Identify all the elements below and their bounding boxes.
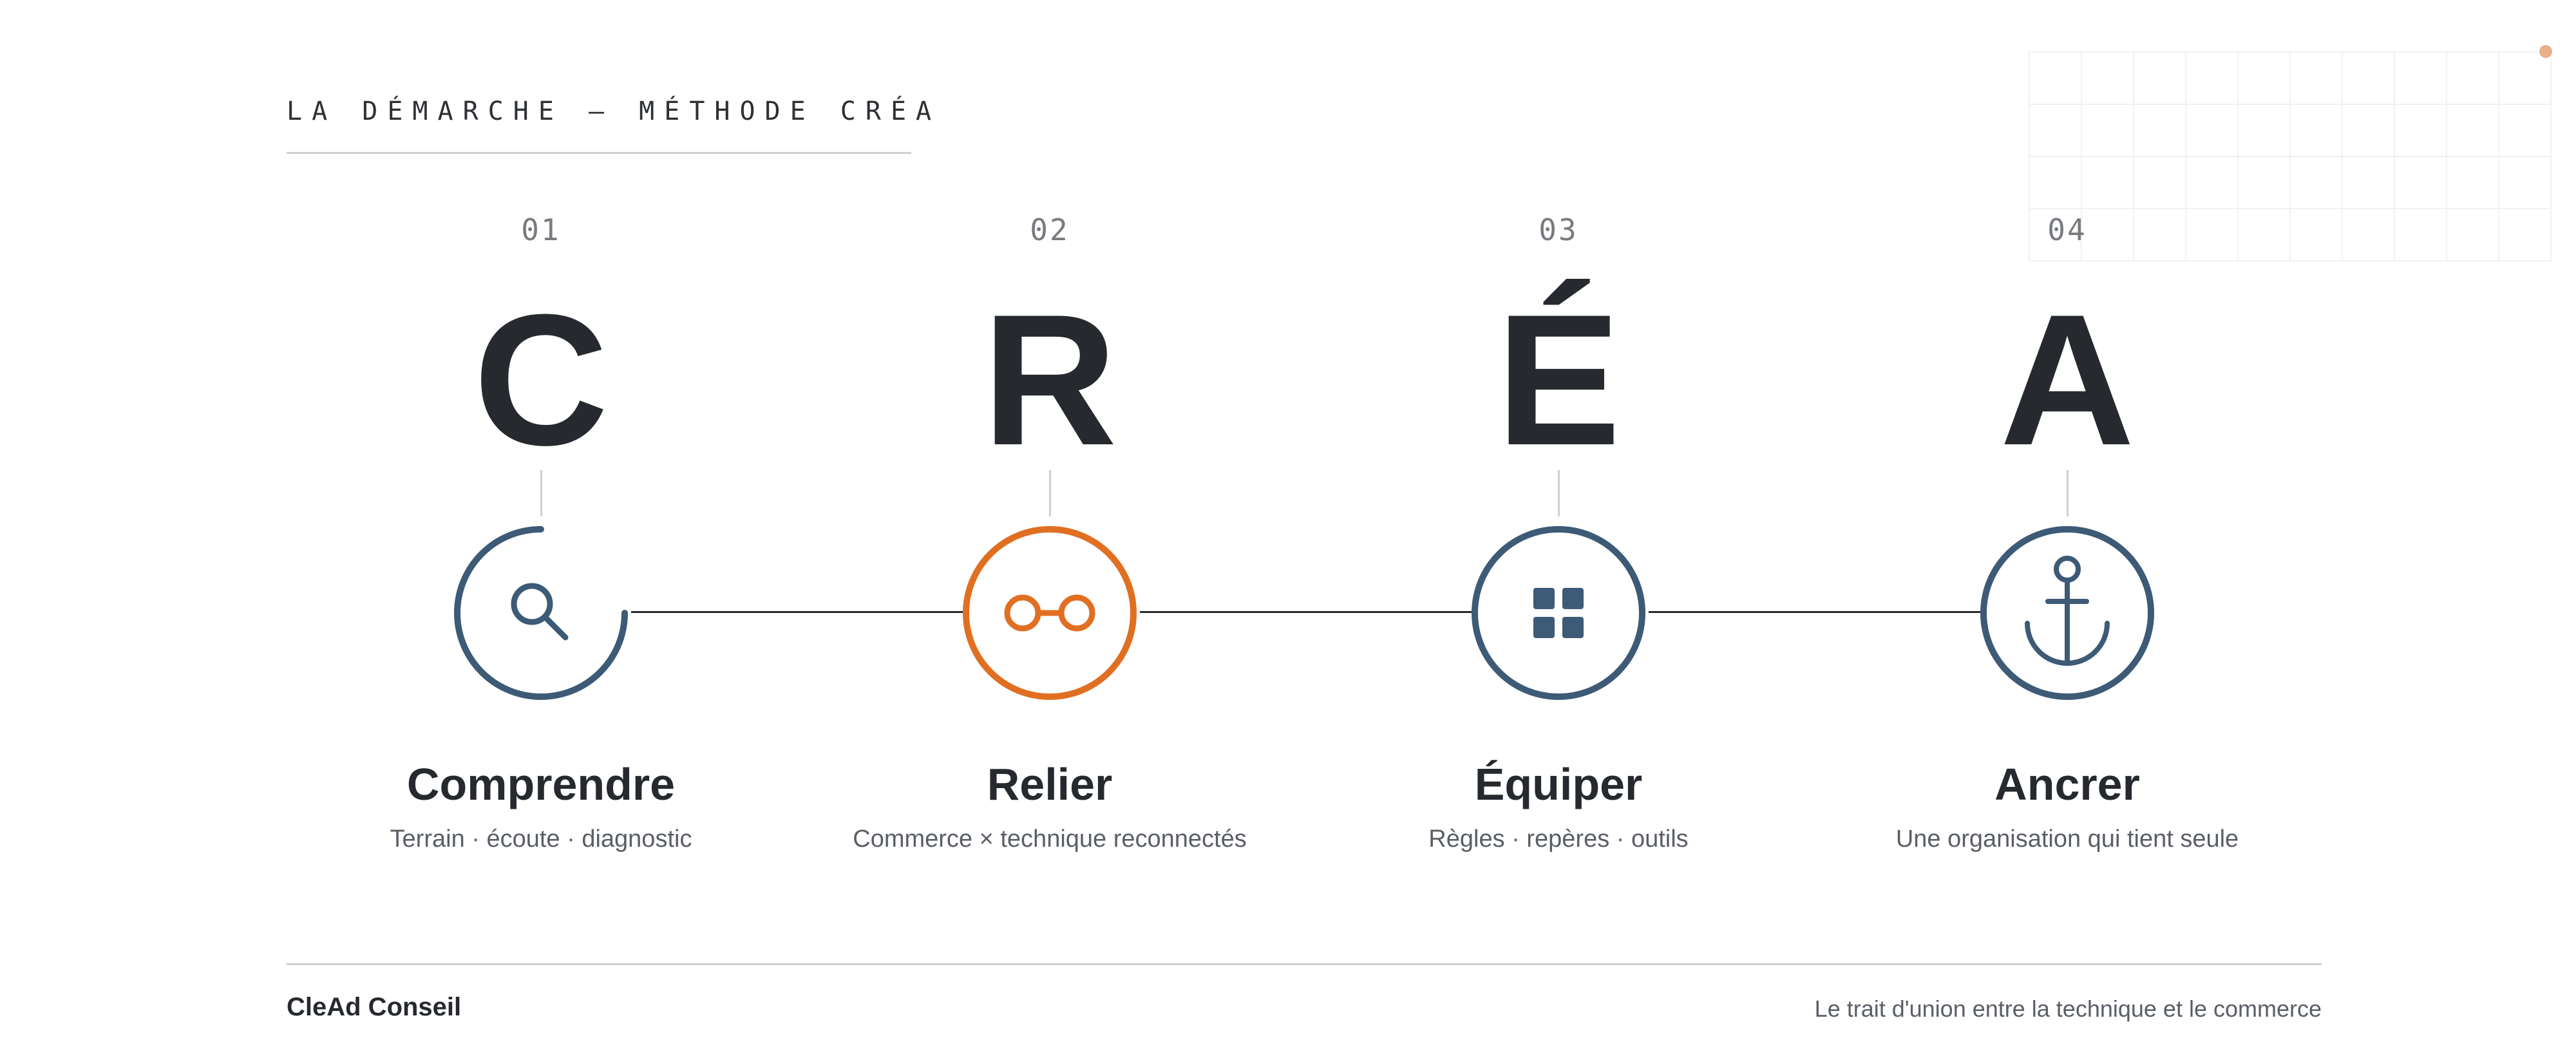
connector-line-2-3 [1140, 611, 1475, 613]
grid-icon [1472, 526, 1645, 700]
step-description: Règles · repères · outils [1428, 825, 1689, 853]
eyebrow-divider [287, 152, 911, 154]
step-title: Comprendre [406, 759, 676, 809]
step-number: 03 [1539, 212, 1578, 247]
connector-line-3-4 [1649, 611, 1984, 613]
step-equiper: 03 É Équiper Règles · repères · outils [1304, 206, 1813, 863]
step-tick [1558, 470, 1560, 516]
step-title: Équiper [1474, 759, 1643, 809]
decorative-grid [2029, 52, 2552, 261]
step-tick [2067, 470, 2069, 516]
step-description: Commerce × technique reconnectés [853, 825, 1247, 853]
step-title: Ancrer [1994, 759, 2140, 809]
step-tick [540, 470, 542, 516]
connector-line-1-2 [631, 611, 966, 613]
step-number: 01 [521, 212, 561, 247]
section-eyebrow: LA DÉMARCHE — MÉTHODE CRÉA [287, 97, 942, 126]
step-description: Une organisation qui tient seule [1895, 825, 2239, 853]
step-tick [1049, 470, 1051, 516]
footer-tagline: Le trait d'union entre la technique et l… [1814, 995, 2322, 1022]
footer-brand: CleAd Conseil [287, 993, 462, 1021]
magnifier-icon [454, 526, 628, 700]
step-number: 02 [1030, 212, 1070, 247]
step-letter: R [982, 276, 1117, 484]
step-ancrer: 04 A Ancrer Une organisation qui tient s… [1813, 206, 2322, 863]
step-letter: A [2000, 276, 2135, 484]
decorative-dot [2539, 45, 2552, 58]
step-letter: C [473, 276, 609, 484]
link-icon [963, 526, 1137, 700]
anchor-icon [1980, 526, 2154, 700]
step-title: Relier [987, 759, 1113, 809]
footer-divider [287, 963, 2322, 965]
step-number: 04 [2047, 212, 2087, 247]
step-relier: 02 R Relier Commerce × technique reconne… [795, 206, 1304, 863]
step-comprendre: 01 C Comprendre Terrain · écoute · diagn… [287, 206, 795, 863]
step-description: Terrain · écoute · diagnostic [390, 825, 692, 853]
step-letter: É [1496, 276, 1621, 484]
